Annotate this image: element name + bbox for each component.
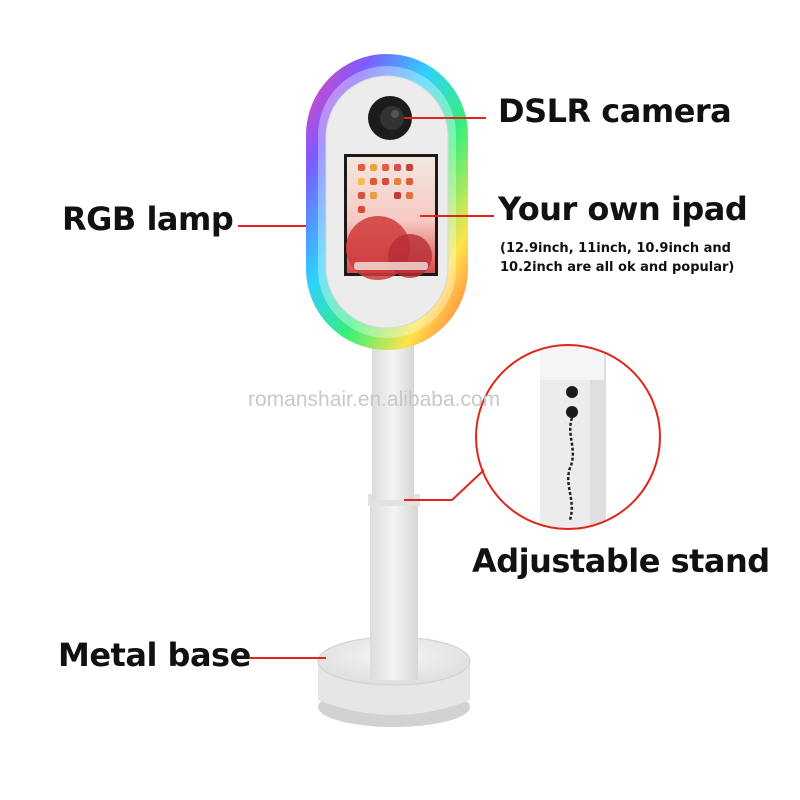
- dslr-camera-label: DSLR camera: [498, 92, 732, 130]
- stand-callout-line: [404, 469, 485, 501]
- lower-stand-tube: [368, 494, 420, 680]
- dslr-camera-icon: [368, 96, 412, 140]
- adjustable-stand-label: Adjustable stand: [472, 542, 770, 580]
- metal-base: [317, 636, 471, 727]
- ipad-sizes-line2: 10.2inch are all ok and popular): [500, 260, 735, 275]
- ipad-sizes-line1: (12.9inch, 11inch, 10.9inch and: [500, 241, 731, 256]
- rgb-lamp-label: RGB lamp: [62, 200, 234, 238]
- upper-stand-tube: [372, 330, 414, 500]
- metal-base-label: Metal base: [58, 636, 251, 674]
- ipad-label: Your own ipad: [498, 190, 748, 228]
- watermark: romanshair.en.alibaba.com: [248, 388, 501, 411]
- stand-detail-zoom: [475, 344, 661, 530]
- ipad-screen: [344, 154, 438, 280]
